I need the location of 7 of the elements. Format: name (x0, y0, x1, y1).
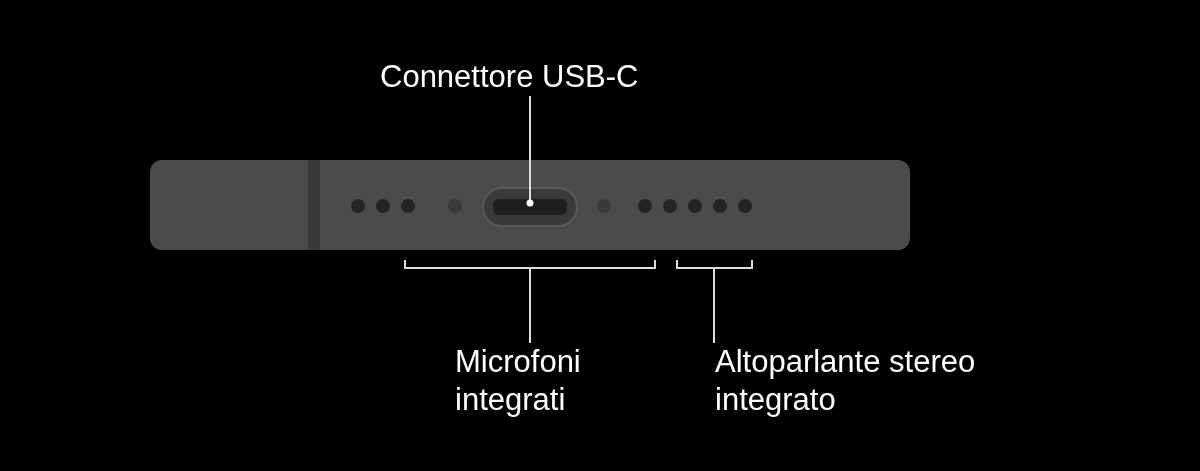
callout-label: Microfoni integrati (455, 343, 625, 419)
usb-c-port-slot (493, 199, 567, 215)
leader-line (526, 95, 534, 207)
callout-label: Connettore USB-C (380, 58, 700, 96)
leader-line (529, 267, 531, 344)
callout-label: Altoparlante stereo integrato (715, 343, 1045, 419)
leader-line (713, 267, 715, 344)
